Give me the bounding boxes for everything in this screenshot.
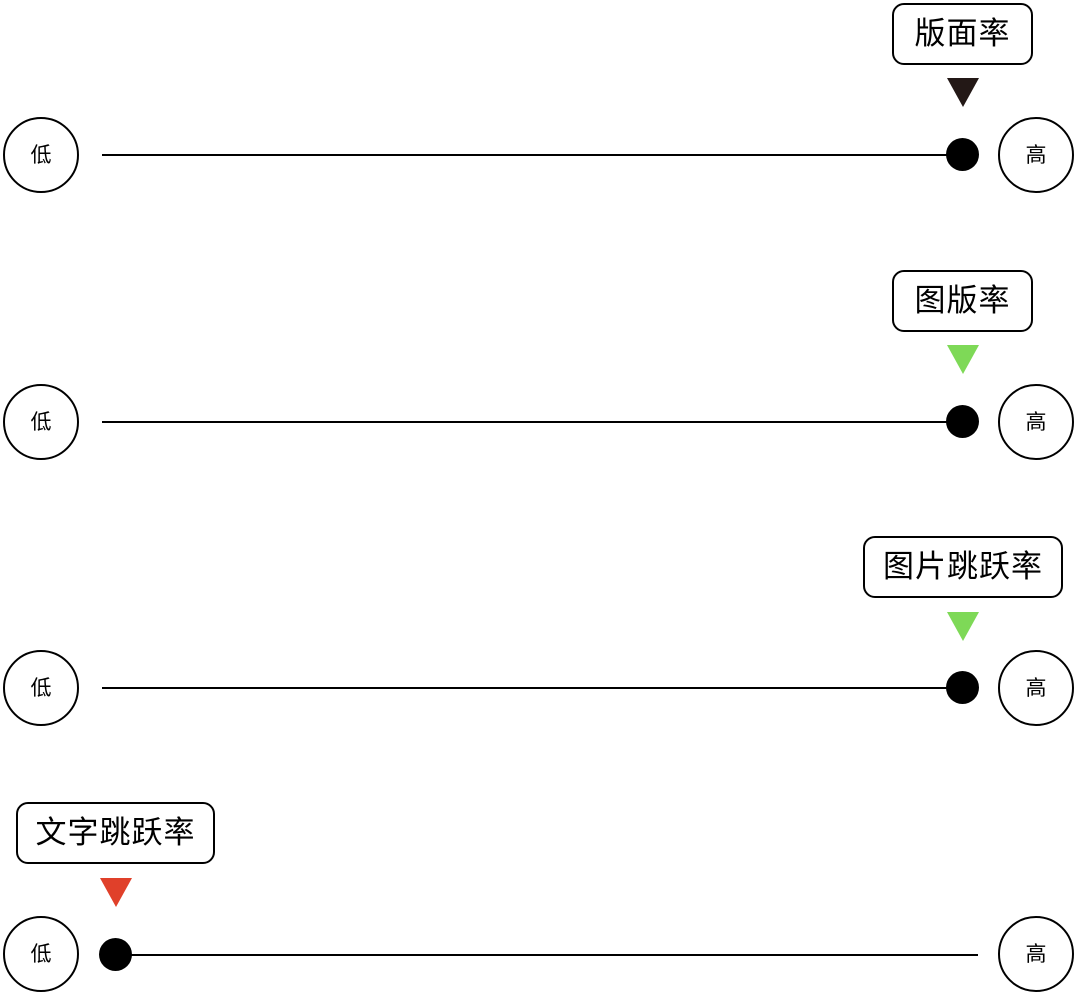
pointer-triangle-icon <box>947 78 979 107</box>
scale-image-rate: 图版率 低 高 <box>0 267 1080 467</box>
scale-track <box>116 954 978 956</box>
scale-high-end: 高 <box>998 384 1074 460</box>
scale-high-end: 高 <box>998 117 1074 193</box>
scale-low-end: 低 <box>3 650 79 726</box>
scale-knob <box>946 405 979 438</box>
scale-low-label: 低 <box>30 142 52 167</box>
scale-low-label: 低 <box>30 675 52 700</box>
scale-low-end: 低 <box>3 916 79 992</box>
scale-low-label: 低 <box>30 941 52 966</box>
scale-label-box: 图片跳跃率 <box>863 536 1063 598</box>
scale-high-end: 高 <box>998 650 1074 726</box>
scale-label: 文字跳跃率 <box>35 814 196 851</box>
scale-knob <box>99 938 132 971</box>
scale-image-jump-rate: 图片跳跃率 低 高 <box>0 534 1080 734</box>
scale-track <box>102 154 962 156</box>
scale-label-box: 版面率 <box>892 3 1033 65</box>
scale-label: 图片跳跃率 <box>883 548 1043 585</box>
scale-high-end: 高 <box>998 916 1074 992</box>
scale-low-label: 低 <box>30 409 52 434</box>
scale-track <box>102 421 962 423</box>
scale-low-end: 低 <box>3 117 79 193</box>
scale-high-label: 高 <box>1025 142 1047 167</box>
scale-label: 版面率 <box>914 15 1011 52</box>
scale-high-label: 高 <box>1025 409 1047 434</box>
scale-high-label: 高 <box>1025 675 1047 700</box>
scale-label-box: 文字跳跃率 <box>16 802 215 864</box>
pointer-triangle-icon <box>947 345 979 374</box>
scale-knob <box>946 138 979 171</box>
scale-track <box>102 687 962 689</box>
pointer-triangle-icon <box>100 878 132 907</box>
scale-knob <box>946 671 979 704</box>
scale-layout-rate: 版面率 低 高 <box>0 0 1080 200</box>
scale-label-box: 图版率 <box>892 270 1033 332</box>
scale-low-end: 低 <box>3 384 79 460</box>
pointer-triangle-icon <box>947 612 979 641</box>
scale-high-label: 高 <box>1025 941 1047 966</box>
scale-text-jump-rate: 文字跳跃率 低 高 <box>0 801 1080 1001</box>
scale-label: 图版率 <box>914 282 1011 319</box>
